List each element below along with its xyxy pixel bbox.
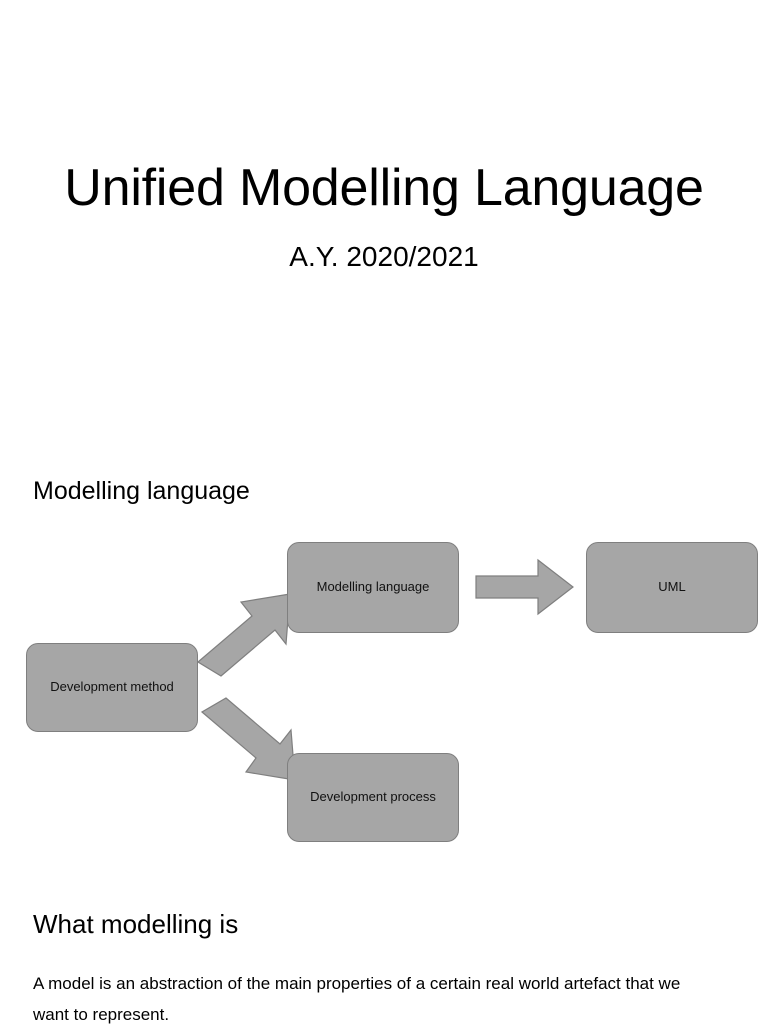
page-title: Unified Modelling Language xyxy=(64,159,704,217)
diagram-node-label: Development method xyxy=(50,679,174,695)
section-paragraph-what-modelling-is: A model is an abstraction of the main pr… xyxy=(33,974,681,1024)
diagram-node-development-process[interactable]: Development process xyxy=(287,753,459,842)
arrow-method-to-process-icon xyxy=(200,697,296,781)
section-heading-what-modelling-is: What modelling is xyxy=(33,909,239,939)
arrow-language-to-uml-icon xyxy=(475,558,574,616)
arrow-method-to-language-icon xyxy=(196,593,291,677)
diagram-node-label: UML xyxy=(658,579,686,595)
diagram-node-modelling-language[interactable]: Modelling language xyxy=(287,542,459,633)
diagram-node-label: Development process xyxy=(310,789,436,805)
page-subtitle: A.Y. 2020/2021 xyxy=(289,241,479,272)
diagram-modelling-language: Development method Modelling language De… xyxy=(0,520,768,865)
section-heading-modelling-language: Modelling language xyxy=(33,477,250,505)
diagram-node-uml[interactable]: UML xyxy=(586,542,758,633)
diagram-node-label: Modelling language xyxy=(316,579,430,595)
diagram-node-development-method[interactable]: Development method xyxy=(26,643,198,732)
